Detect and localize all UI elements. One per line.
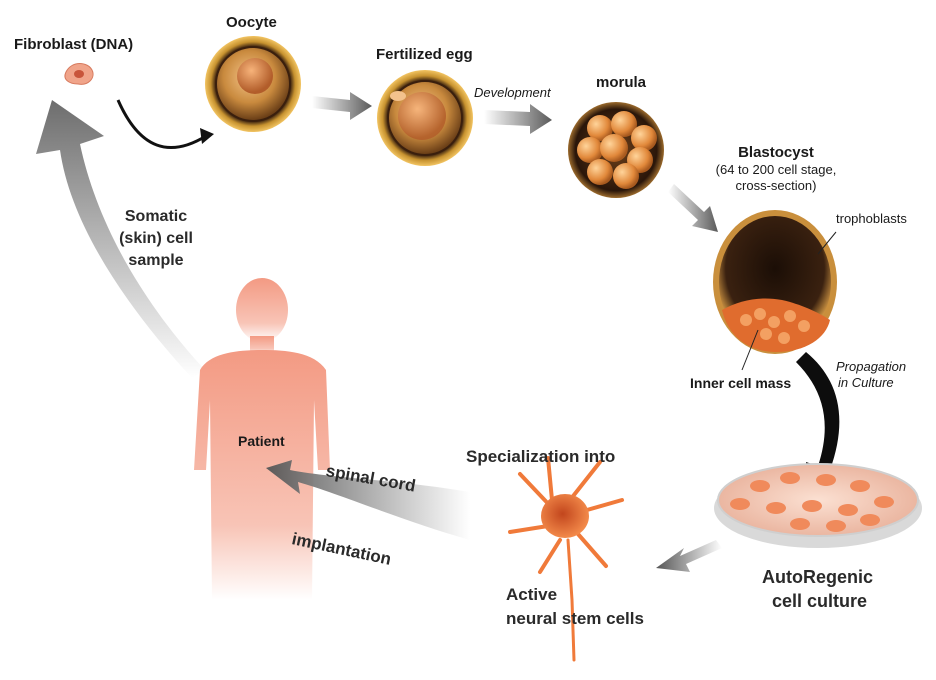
autoregenic-label-line2: cell culture [772,591,868,611]
specialization-label: Specialization into [466,447,616,466]
morula-to-blastocyst-arrow [668,184,718,232]
oocyte-to-egg-arrow [312,92,372,120]
fibroblast-label: Fibroblast (DNA) [14,36,134,53]
patient-silhouette [194,278,330,600]
neural-stem-cells-label: neural stem cells [506,609,644,628]
somatic-caption: Somatic (skin) cell sample [96,206,216,272]
blastocyst-caption: Blastocyst (64 to 200 cell stage, cross-… [696,144,856,194]
patient-label: Patient [238,433,285,449]
fertilized-egg-icon [377,70,473,166]
egg-to-morula-arrow [484,104,552,134]
petri-dish-icon [714,463,922,548]
development-label: Development [474,85,551,100]
fibroblast-to-oocyte-arrow [116,99,207,150]
morula-icon [568,102,664,198]
blastocyst-label: Blastocyst [738,144,814,161]
morula-label: morula [596,74,647,91]
somatic-label-line1: Somatic [124,208,188,225]
oocyte-label: Oocyte [226,14,277,31]
somatic-label-line3: sample [128,252,184,269]
active-label: Active [506,585,558,604]
fertilized-egg-label: Fertilized egg [376,46,473,63]
culture-to-neuron-arrow [656,540,722,572]
inner-cell-mass-label: Inner cell mass [690,375,792,391]
propagation-label-line1: Propagation [836,359,907,374]
somatic-label-line2: (skin) cell [119,230,193,247]
propagation-arrow [796,352,842,500]
somatic-sample-arrow [36,100,205,378]
trophoblasts-label: trophoblasts [836,211,907,226]
propagation-label-line2: in Culture [838,375,894,390]
blastocyst-detail-line1: (64 to 200 cell stage, [715,162,837,177]
fibroblast-icon [64,63,94,85]
oocyte-icon [205,36,301,132]
blastocyst-icon [713,210,837,371]
implantation-arrow [266,460,470,540]
blastocyst-detail-line2: cross-section) [735,178,817,193]
autoregenic-label-line1: AutoRegenic [762,567,874,587]
